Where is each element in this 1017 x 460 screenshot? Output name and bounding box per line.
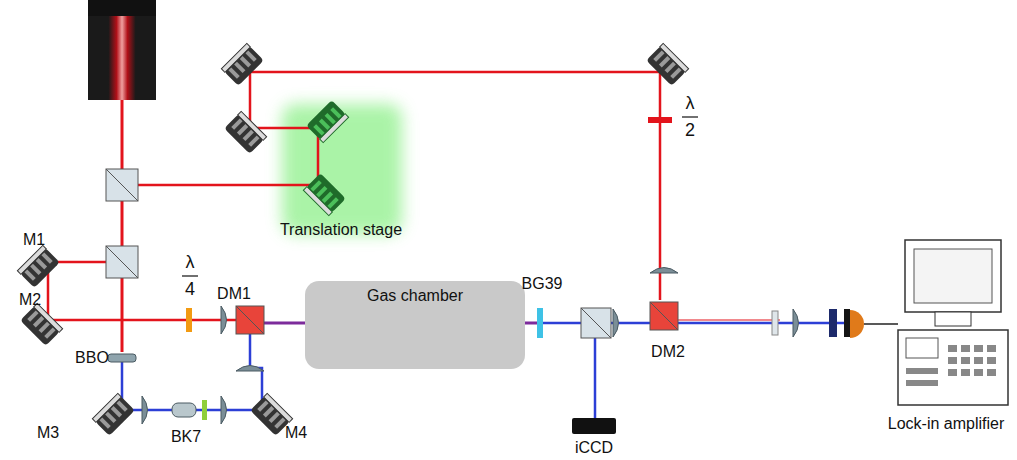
waveplate bbox=[772, 311, 778, 335]
mirror-mount bbox=[303, 173, 345, 215]
part-label: 4 bbox=[185, 280, 195, 300]
bbo-crystal bbox=[108, 354, 136, 362]
beam-splitter bbox=[581, 308, 611, 338]
filter bbox=[829, 309, 837, 337]
stage-glow bbox=[282, 104, 402, 234]
part-label: DM2 bbox=[651, 343, 685, 361]
mirror-mount bbox=[92, 393, 134, 435]
lens bbox=[236, 366, 264, 372]
gas-chamber: Gas chamber bbox=[305, 281, 525, 369]
lens bbox=[221, 306, 227, 334]
part-label: DM1 bbox=[217, 285, 251, 303]
cable bbox=[864, 323, 898, 325]
beam-splitter bbox=[650, 302, 678, 330]
bg39-filter bbox=[537, 308, 543, 338]
bk7-plate bbox=[172, 403, 196, 417]
lens bbox=[142, 396, 148, 424]
beam-splitter bbox=[236, 306, 264, 334]
laser-beam bbox=[121, 100, 124, 352]
beam-splitter bbox=[106, 169, 138, 201]
fraction-bar bbox=[682, 116, 698, 117]
lock-in-computer bbox=[898, 240, 1008, 405]
laser-beam bbox=[48, 262, 250, 320]
mirror-mount bbox=[646, 43, 688, 85]
quarter-waveplate bbox=[186, 308, 192, 332]
mirror-mount bbox=[221, 43, 263, 85]
part-label: Lock-in amplifier bbox=[888, 415, 1004, 433]
photodetector bbox=[850, 310, 864, 338]
laser-beam bbox=[662, 319, 780, 320]
lens bbox=[613, 309, 619, 337]
part-label: BG39 bbox=[522, 275, 563, 293]
node-label: Translation stage bbox=[280, 221, 402, 239]
mirror-mount bbox=[17, 245, 59, 287]
lens bbox=[650, 268, 678, 274]
iccd-camera bbox=[572, 418, 616, 434]
part-label: M1 bbox=[23, 231, 45, 249]
filter bbox=[202, 400, 207, 420]
laser-source bbox=[88, 0, 156, 100]
lens bbox=[793, 309, 799, 337]
fraction-bar bbox=[182, 275, 198, 276]
part-label: 2 bbox=[685, 121, 695, 141]
mirror-mount bbox=[306, 100, 348, 142]
half-waveplate bbox=[648, 117, 672, 123]
part-label: M3 bbox=[37, 424, 59, 442]
part-label: M2 bbox=[19, 291, 41, 309]
node-label: Gas chamber bbox=[367, 287, 463, 305]
part-label: BBO bbox=[75, 349, 109, 367]
part-label: BK7 bbox=[171, 428, 201, 446]
mirror-mount bbox=[20, 303, 62, 345]
lens bbox=[221, 396, 227, 424]
part-label: M4 bbox=[285, 424, 307, 442]
part-label: iCCD bbox=[575, 439, 613, 457]
laser-beam bbox=[122, 72, 660, 300]
mirror-mount bbox=[224, 111, 266, 153]
beam-splitter bbox=[106, 246, 138, 278]
part-label: λ bbox=[186, 253, 195, 273]
part-label: λ bbox=[686, 94, 695, 114]
translation-stage-region: Translation stage bbox=[274, 100, 408, 245]
detector-window bbox=[844, 309, 850, 337]
